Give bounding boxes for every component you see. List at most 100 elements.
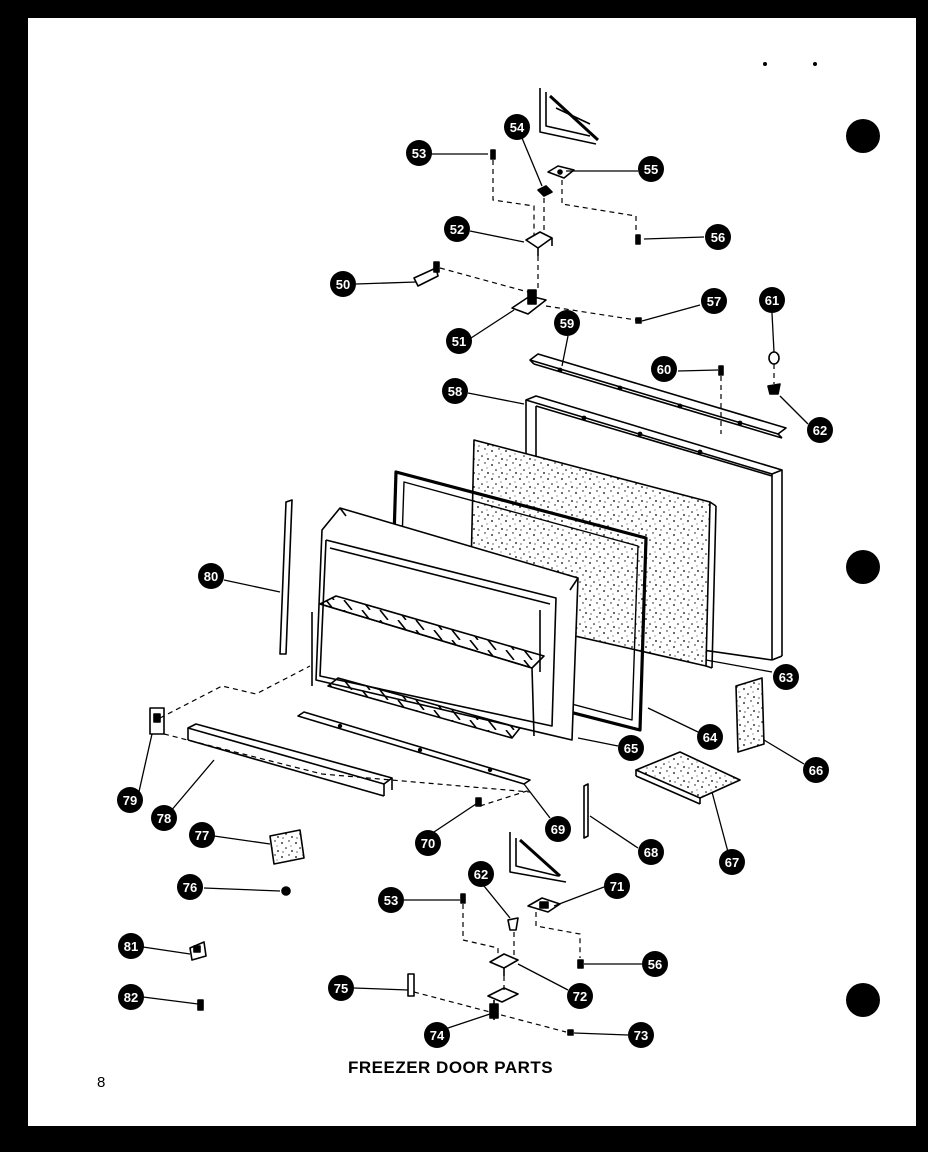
callout-56-bottom: 56 bbox=[642, 951, 668, 977]
part-53-screw-top bbox=[490, 149, 496, 160]
diagram-title: FREEZER DOOR PARTS bbox=[348, 1058, 554, 1077]
callout-70: 70 bbox=[415, 830, 441, 856]
svg-text:72: 72 bbox=[573, 989, 587, 1004]
callout-60: 60 bbox=[651, 356, 677, 382]
binder-hole-bottom bbox=[846, 983, 880, 1017]
part-62-cap-bottom bbox=[507, 917, 519, 931]
svg-text:59: 59 bbox=[560, 316, 574, 331]
part-50-bracket bbox=[413, 261, 440, 287]
binder-hole-top bbox=[846, 119, 880, 153]
callout-52: 52 bbox=[444, 216, 470, 242]
callout-64: 64 bbox=[697, 724, 723, 750]
svg-text:75: 75 bbox=[334, 981, 348, 996]
part-67-bottom-pad bbox=[635, 751, 741, 805]
callout-62-top: 62 bbox=[807, 417, 833, 443]
callout-67: 67 bbox=[719, 849, 745, 875]
part-56-screw-bottom bbox=[577, 959, 584, 969]
part-55-hinge-plate bbox=[547, 165, 575, 179]
alignment-lines bbox=[159, 160, 775, 1033]
svg-text:60: 60 bbox=[657, 362, 671, 377]
part-76-plug bbox=[281, 886, 291, 896]
callout-51: 51 bbox=[446, 328, 472, 354]
part-80-side-strip bbox=[279, 499, 293, 655]
svg-text:53: 53 bbox=[384, 893, 398, 908]
part-61-cap bbox=[768, 351, 780, 365]
part-81-clip bbox=[189, 941, 207, 961]
part-65-door-liner bbox=[311, 507, 579, 741]
part-54-bushing bbox=[537, 185, 553, 197]
part-73-screw bbox=[567, 1029, 574, 1036]
callout-59: 59 bbox=[554, 310, 580, 336]
svg-text:57: 57 bbox=[707, 294, 721, 309]
part-69-strip bbox=[297, 711, 531, 785]
callout-71: 71 bbox=[604, 873, 630, 899]
svg-text:64: 64 bbox=[703, 730, 718, 745]
callouts: 53 54 55 52 56 50 51 57 59 61 60 58 62 8… bbox=[117, 114, 833, 1048]
callout-65: 65 bbox=[618, 735, 644, 761]
svg-text:77: 77 bbox=[195, 828, 209, 843]
svg-text:67: 67 bbox=[725, 855, 739, 870]
part-53-screw-bottom bbox=[460, 893, 466, 904]
callout-57: 57 bbox=[701, 288, 727, 314]
page-number: 8 bbox=[97, 1074, 106, 1091]
callout-62-bottom: 62 bbox=[468, 861, 494, 887]
callout-72: 72 bbox=[567, 983, 593, 1009]
callout-79: 79 bbox=[117, 787, 143, 813]
svg-text:54: 54 bbox=[510, 120, 525, 135]
part-72-hinge-bracket bbox=[489, 953, 519, 976]
svg-text:73: 73 bbox=[634, 1028, 648, 1043]
part-77-block bbox=[269, 829, 305, 865]
callout-76: 76 bbox=[177, 874, 203, 900]
svg-text:70: 70 bbox=[421, 836, 435, 851]
svg-text:66: 66 bbox=[809, 763, 823, 778]
svg-text:68: 68 bbox=[644, 845, 658, 860]
part-82-screw bbox=[197, 999, 204, 1011]
binder-hole-middle bbox=[846, 550, 880, 584]
svg-text:65: 65 bbox=[624, 741, 638, 756]
callout-82: 82 bbox=[118, 984, 144, 1010]
callout-73: 73 bbox=[628, 1022, 654, 1048]
callout-66: 66 bbox=[803, 757, 829, 783]
callout-77: 77 bbox=[189, 822, 215, 848]
callout-75: 75 bbox=[328, 975, 354, 1001]
svg-text:76: 76 bbox=[183, 880, 197, 895]
svg-text:71: 71 bbox=[610, 879, 624, 894]
part-59-top-strip bbox=[529, 353, 787, 439]
part-66-side-pad bbox=[735, 677, 765, 753]
part-60-screw bbox=[718, 365, 724, 376]
callout-80: 80 bbox=[198, 563, 224, 589]
part-74-hinge bbox=[487, 987, 519, 1020]
part-70-screw bbox=[475, 797, 482, 807]
callout-61: 61 bbox=[759, 287, 785, 313]
callout-69: 69 bbox=[545, 816, 571, 842]
part-56-screw-top bbox=[635, 234, 641, 245]
part-52-hinge-bracket bbox=[525, 231, 553, 256]
svg-text:69: 69 bbox=[551, 822, 565, 837]
part-68-strip bbox=[583, 783, 589, 839]
svg-text:55: 55 bbox=[644, 162, 658, 177]
callout-63: 63 bbox=[773, 664, 799, 690]
cabinet-corner-top bbox=[539, 88, 600, 145]
svg-text:62: 62 bbox=[474, 867, 488, 882]
svg-text:62: 62 bbox=[813, 423, 827, 438]
svg-text:79: 79 bbox=[123, 793, 137, 808]
svg-text:81: 81 bbox=[124, 939, 138, 954]
svg-text:61: 61 bbox=[765, 293, 779, 308]
svg-text:80: 80 bbox=[204, 569, 218, 584]
svg-text:56: 56 bbox=[648, 957, 662, 972]
svg-text:82: 82 bbox=[124, 990, 138, 1005]
svg-text:58: 58 bbox=[448, 384, 462, 399]
svg-text:56: 56 bbox=[711, 230, 725, 245]
part-71-hinge-plate bbox=[527, 897, 561, 913]
callout-53-bottom: 53 bbox=[378, 887, 404, 913]
leader-lines bbox=[137, 137, 809, 1036]
callout-50: 50 bbox=[330, 271, 356, 297]
part-75-bracket bbox=[407, 973, 415, 997]
callout-68: 68 bbox=[638, 839, 664, 865]
callout-56-top: 56 bbox=[705, 224, 731, 250]
callout-58: 58 bbox=[442, 378, 468, 404]
part-79-bracket bbox=[149, 707, 165, 735]
svg-text:52: 52 bbox=[450, 222, 464, 237]
callout-55: 55 bbox=[638, 156, 664, 182]
